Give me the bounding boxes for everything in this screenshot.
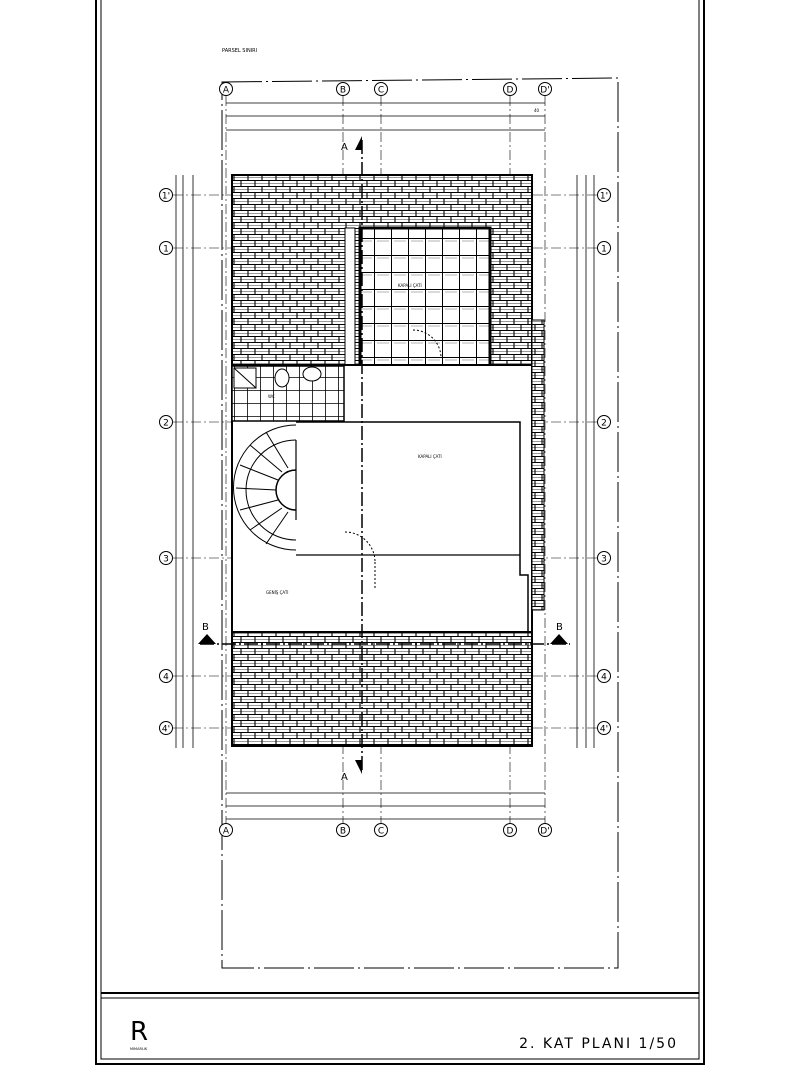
grid-bubble-row-right: 1 <box>597 241 611 255</box>
grid-bubble-col-bottom: B <box>336 823 350 837</box>
toilet-icon <box>274 368 290 388</box>
logo-mark: R <box>130 1017 148 1047</box>
grid-bubble-col-bottom-label: C <box>378 827 384 837</box>
sheet-frame <box>95 0 705 1065</box>
grid-bubble-row-right: 3 <box>597 551 611 565</box>
room-label-hall: KAPALI ÇATI <box>418 454 442 459</box>
grid-bubble-col-bottom-label: D' <box>540 827 549 837</box>
grid-bubble-col-bottom: C <box>374 823 388 837</box>
section-b-left: B <box>202 622 209 633</box>
logo-caption: MIMARLIK <box>130 1047 148 1051</box>
building <box>231 174 545 747</box>
parcel-label: PARSEL SINIRI <box>222 48 257 54</box>
grid-bubble-col-top: A <box>219 82 233 96</box>
grid-bubble-row-right-label: 4 <box>601 673 607 683</box>
sink-icon <box>302 366 322 382</box>
grid-bubble-row-right-label: 1' <box>600 192 608 202</box>
grid-bubble-row-left-label: 4 <box>163 673 169 683</box>
grid-bubble-row-right: 1' <box>597 188 611 202</box>
terrace-floor <box>358 226 492 368</box>
title-block: R MIMARLIK 2. KAT PLANI 1/50 <box>130 1017 678 1052</box>
room-label-lower: GENİŞ ÇATI <box>266 590 288 595</box>
section-line-b: B B <box>198 622 570 645</box>
sheet-title: 2. KAT PLANI 1/50 <box>519 1036 678 1052</box>
section-line-a: A A <box>341 136 363 783</box>
grid-bubble-col-top-label: A <box>223 86 230 96</box>
grid-bubble-col-bottom-label: D <box>507 827 514 837</box>
grid-bubble-row-left: 4' <box>159 721 173 735</box>
grid-bubble-row-left-label: 3 <box>163 555 169 565</box>
grid-bubble-row-left-label: 1 <box>163 245 169 255</box>
grid-bubble-row-right-label: 1 <box>601 245 607 255</box>
grid-bubble-row-right-label: 3 <box>601 555 607 565</box>
grid-bubble-col-top-label: D' <box>540 86 549 96</box>
grid-bubble-row-left: 4 <box>159 669 173 683</box>
section-b-right: B <box>556 622 563 633</box>
grid-bubble-row-right: 4' <box>597 721 611 735</box>
grid-bubble-row-right-label: 4' <box>600 725 608 735</box>
grid-bubble-row-left-label: 4' <box>162 725 170 735</box>
grid-bubble-row-left: 1 <box>159 241 173 255</box>
grid-bubble-row-left: 2 <box>159 415 173 429</box>
section-a-top: A <box>341 142 348 153</box>
spiral-stair <box>233 424 297 551</box>
grid-bubble-col-bottom-label: B <box>340 827 346 837</box>
grid-bubble-col-top-label: B <box>340 86 346 96</box>
grid-bubble-col-bottom-label: A <box>223 827 230 837</box>
grid-bubble-row-right-label: 2 <box>601 419 607 429</box>
grid-bubble-col-top: C <box>374 82 388 96</box>
grid-bubble-col-top-label: C <box>378 86 384 96</box>
dimension-lines <box>175 102 595 820</box>
dimension-edge: 40 <box>534 108 540 113</box>
grid-bubble-row-right: 4 <box>597 669 611 683</box>
grid-bubble-col-top: D <box>503 82 517 96</box>
section-a-bottom: A <box>341 772 348 783</box>
room-label-terrace: KAPALI ÇATI <box>398 283 422 288</box>
room-label-wc: WC <box>268 394 275 399</box>
grid-bubble-row-right: 2 <box>597 415 611 429</box>
door-swing <box>344 531 376 590</box>
grid-bubble-col-bottom: D' <box>538 823 552 837</box>
grid-bubble-col-top-label: D <box>507 86 514 96</box>
parcel-boundary <box>221 77 619 969</box>
grid-bubble-col-top: D' <box>538 82 552 96</box>
grid-bubble-row-left-label: 1' <box>162 192 170 202</box>
grid-bubble-row-left: 1' <box>159 188 173 202</box>
balcony-edge <box>531 319 545 611</box>
roof-tiles-south <box>231 631 533 747</box>
grid-bubbles: A A B B C C D D D' D' 1' 1' 1 1 2 2 3 3 4 4 4' 4' <box>159 82 611 837</box>
grid-bubble-row-left-label: 2 <box>163 419 169 429</box>
grid-bubble-col-bottom: A <box>219 823 233 837</box>
grid-bubble-col-bottom: D <box>503 823 517 837</box>
grid-bubble-row-left: 3 <box>159 551 173 565</box>
grid-bubble-col-top: B <box>336 82 350 96</box>
